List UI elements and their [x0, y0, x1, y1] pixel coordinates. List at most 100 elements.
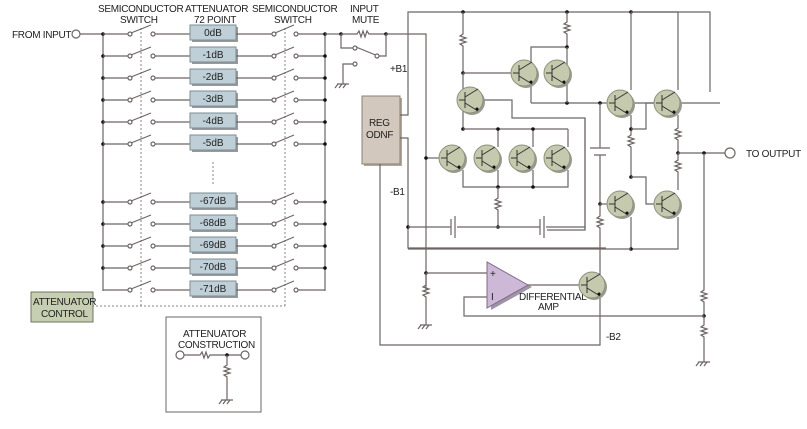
attenuator-step-label: -71dB — [200, 284, 227, 295]
junction-dot — [323, 76, 327, 80]
wire — [631, 176, 655, 205]
right-switch-arm[interactable] — [274, 90, 295, 100]
right-switch-arm[interactable] — [274, 236, 295, 246]
attenuator-step-label: -70dB — [200, 262, 227, 273]
emitter-arrow — [475, 107, 479, 111]
transistor-body — [606, 89, 634, 117]
feedback-resistor-2 — [699, 316, 709, 362]
transistor-icon — [653, 89, 682, 118]
left-switch-arm[interactable] — [130, 258, 152, 268]
transistor-icon — [578, 271, 607, 300]
left-switch-arm[interactable] — [130, 236, 152, 246]
switch-contact — [150, 75, 156, 81]
attenuator-step-box — [189, 280, 237, 297]
ground-icon — [695, 361, 710, 367]
left-switch-arm[interactable] — [130, 214, 152, 224]
transistor-body — [578, 271, 606, 299]
transistor-symbol — [609, 91, 629, 115]
transistor-icon — [473, 144, 502, 173]
left-switch-arm[interactable] — [130, 46, 152, 56]
transistor-symbol — [476, 146, 496, 170]
transistor-symbol — [609, 192, 629, 216]
attenuator-step-label: -67dB — [200, 196, 227, 207]
minus-b2-rail — [379, 164, 601, 346]
right-switch-arm[interactable] — [274, 112, 295, 122]
resistor-r8 — [421, 273, 431, 325]
switch-contact — [150, 243, 156, 249]
junction-dot — [323, 120, 327, 124]
wire — [630, 217, 679, 250]
attenuator-step-box — [189, 258, 237, 275]
emitter-arrow — [672, 110, 676, 114]
junction-dot — [323, 98, 327, 102]
transistor-icon — [543, 59, 572, 88]
diff-amp-label-2: AMP — [538, 302, 559, 313]
transistor-symbol — [656, 91, 676, 115]
left-switch-arm[interactable] — [130, 90, 152, 100]
left-switch-arm[interactable] — [130, 68, 152, 78]
emitter-arrow — [529, 80, 533, 84]
transistor-body — [508, 144, 536, 172]
attenuator-row: -5dB — [101, 134, 327, 152]
left-switch-arm[interactable] — [130, 24, 152, 34]
signal-wire — [386, 33, 427, 290]
attenuator-row: -1dB — [101, 46, 327, 64]
junction-dot — [531, 185, 535, 189]
construction-out-terminal — [240, 350, 250, 360]
transistors — [438, 59, 682, 300]
construction-shunt-resistor — [222, 355, 232, 400]
semi-switch-right-label-1: SEMICONDUCTOR — [252, 4, 337, 15]
output-terminal — [724, 147, 736, 159]
right-switch-arm[interactable] — [274, 258, 295, 268]
transistor-body — [473, 144, 501, 172]
switch-contact — [293, 119, 299, 125]
attenuator-label-1: ATTENUATOR — [185, 4, 248, 15]
right-switch-arm[interactable] — [274, 24, 295, 34]
right-switch-arm[interactable] — [274, 192, 295, 202]
left-switch-arm[interactable] — [130, 112, 152, 122]
right-switch-arm[interactable] — [274, 134, 295, 144]
right-switch-arm[interactable] — [274, 68, 295, 78]
emitter-arrow — [492, 165, 496, 169]
left-switch-arm[interactable] — [130, 134, 152, 144]
right-switch-arm[interactable] — [274, 46, 295, 56]
feedback-resistor-1 — [699, 153, 709, 316]
reg-label-1: REG — [369, 118, 390, 129]
mute-switch-wire — [379, 34, 387, 57]
semi-switch-left-label-1: SEMICONDUCTOR — [98, 4, 183, 15]
switch-contact — [150, 221, 156, 227]
attenuator-step-label: -5dB — [202, 138, 223, 149]
wire — [478, 99, 586, 231]
attenuator-step-label: -4dB — [202, 116, 223, 127]
left-switch-arm[interactable] — [130, 192, 152, 202]
attenuator-step-box — [189, 46, 237, 63]
transistor-symbol — [581, 273, 601, 297]
emitter-arrow — [625, 211, 629, 215]
right-switch-arm[interactable] — [274, 214, 295, 224]
plus-b1-label: +B1 — [390, 64, 408, 75]
switch-contact — [150, 199, 156, 205]
switch-contact — [293, 31, 299, 37]
emitter-arrow — [625, 110, 629, 114]
transistor-symbol — [441, 146, 461, 170]
mute-ground-wire — [342, 63, 353, 84]
transistor-icon — [438, 144, 467, 173]
attenuator-step-box — [189, 24, 237, 41]
ground-icon — [334, 83, 349, 89]
transistor-icon — [456, 86, 485, 115]
attenuator-step-box — [189, 134, 237, 151]
resistor-r7 — [673, 153, 683, 190]
capacitor-c2 — [539, 216, 545, 238]
left-switch-arm[interactable] — [130, 280, 152, 290]
switch-contact — [293, 243, 299, 249]
resistor-r6 — [673, 115, 683, 153]
attenuator-row: -70dB — [101, 258, 327, 276]
junction-dot — [323, 222, 327, 226]
resistor-r4 — [595, 204, 605, 236]
transistor-icon — [508, 144, 537, 173]
attenuator-step-label: -69dB — [200, 240, 227, 251]
right-switch-arm[interactable] — [274, 280, 295, 290]
attenuator-row: 0dB — [101, 24, 327, 42]
transistor-body — [653, 190, 681, 218]
